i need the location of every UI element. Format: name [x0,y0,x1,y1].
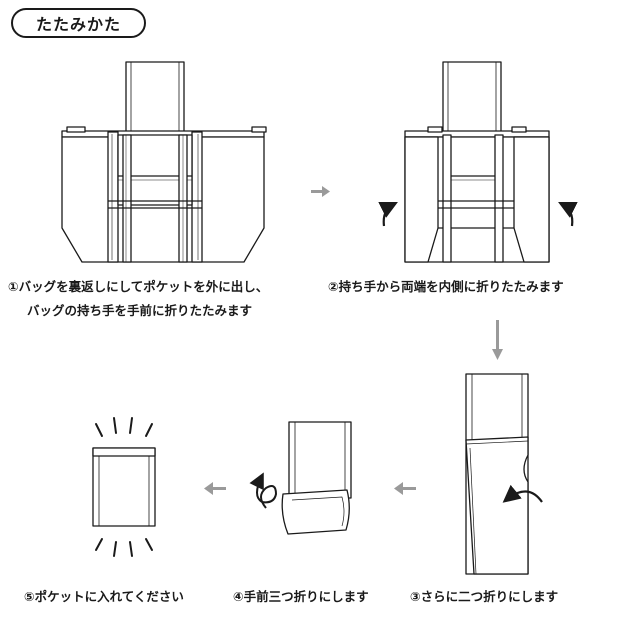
figure-step1-bag [61,61,267,263]
step1-caption-line2: バッグの持ち手を手前に折りたたみます [27,303,253,318]
burst-lines-icon [95,417,153,557]
figure-step2-bag [404,61,550,263]
left-arrow-icon [394,482,416,495]
step4-caption: ④手前三つ折りにします [233,589,369,604]
right-arrow-icon [311,186,330,197]
step2-caption: ②持ち手から両端を内側に折りたたみます [328,279,564,294]
page-title: たたみかた [35,15,121,34]
title-badge: たたみかた [11,8,146,38]
curved-arrow-icon [502,484,543,503]
curved-arrow-icon [558,202,578,227]
left-arrow-icon [204,482,226,495]
figure-step4-bag [281,421,352,535]
down-arrow-icon [492,320,503,360]
step3-caption: ③さらに二つ折りにします [410,589,559,604]
figure-step3-bag [465,373,529,575]
step1-caption-line1: ①バッグを裏返しにしてポケットを外に出し、 [8,279,269,294]
figure-step5-pouch [92,447,156,527]
step5-caption: ⑤ポケットに入れてください [24,589,184,604]
curved-arrow-icon [378,202,398,227]
spiral-arrow-icon [249,472,278,509]
